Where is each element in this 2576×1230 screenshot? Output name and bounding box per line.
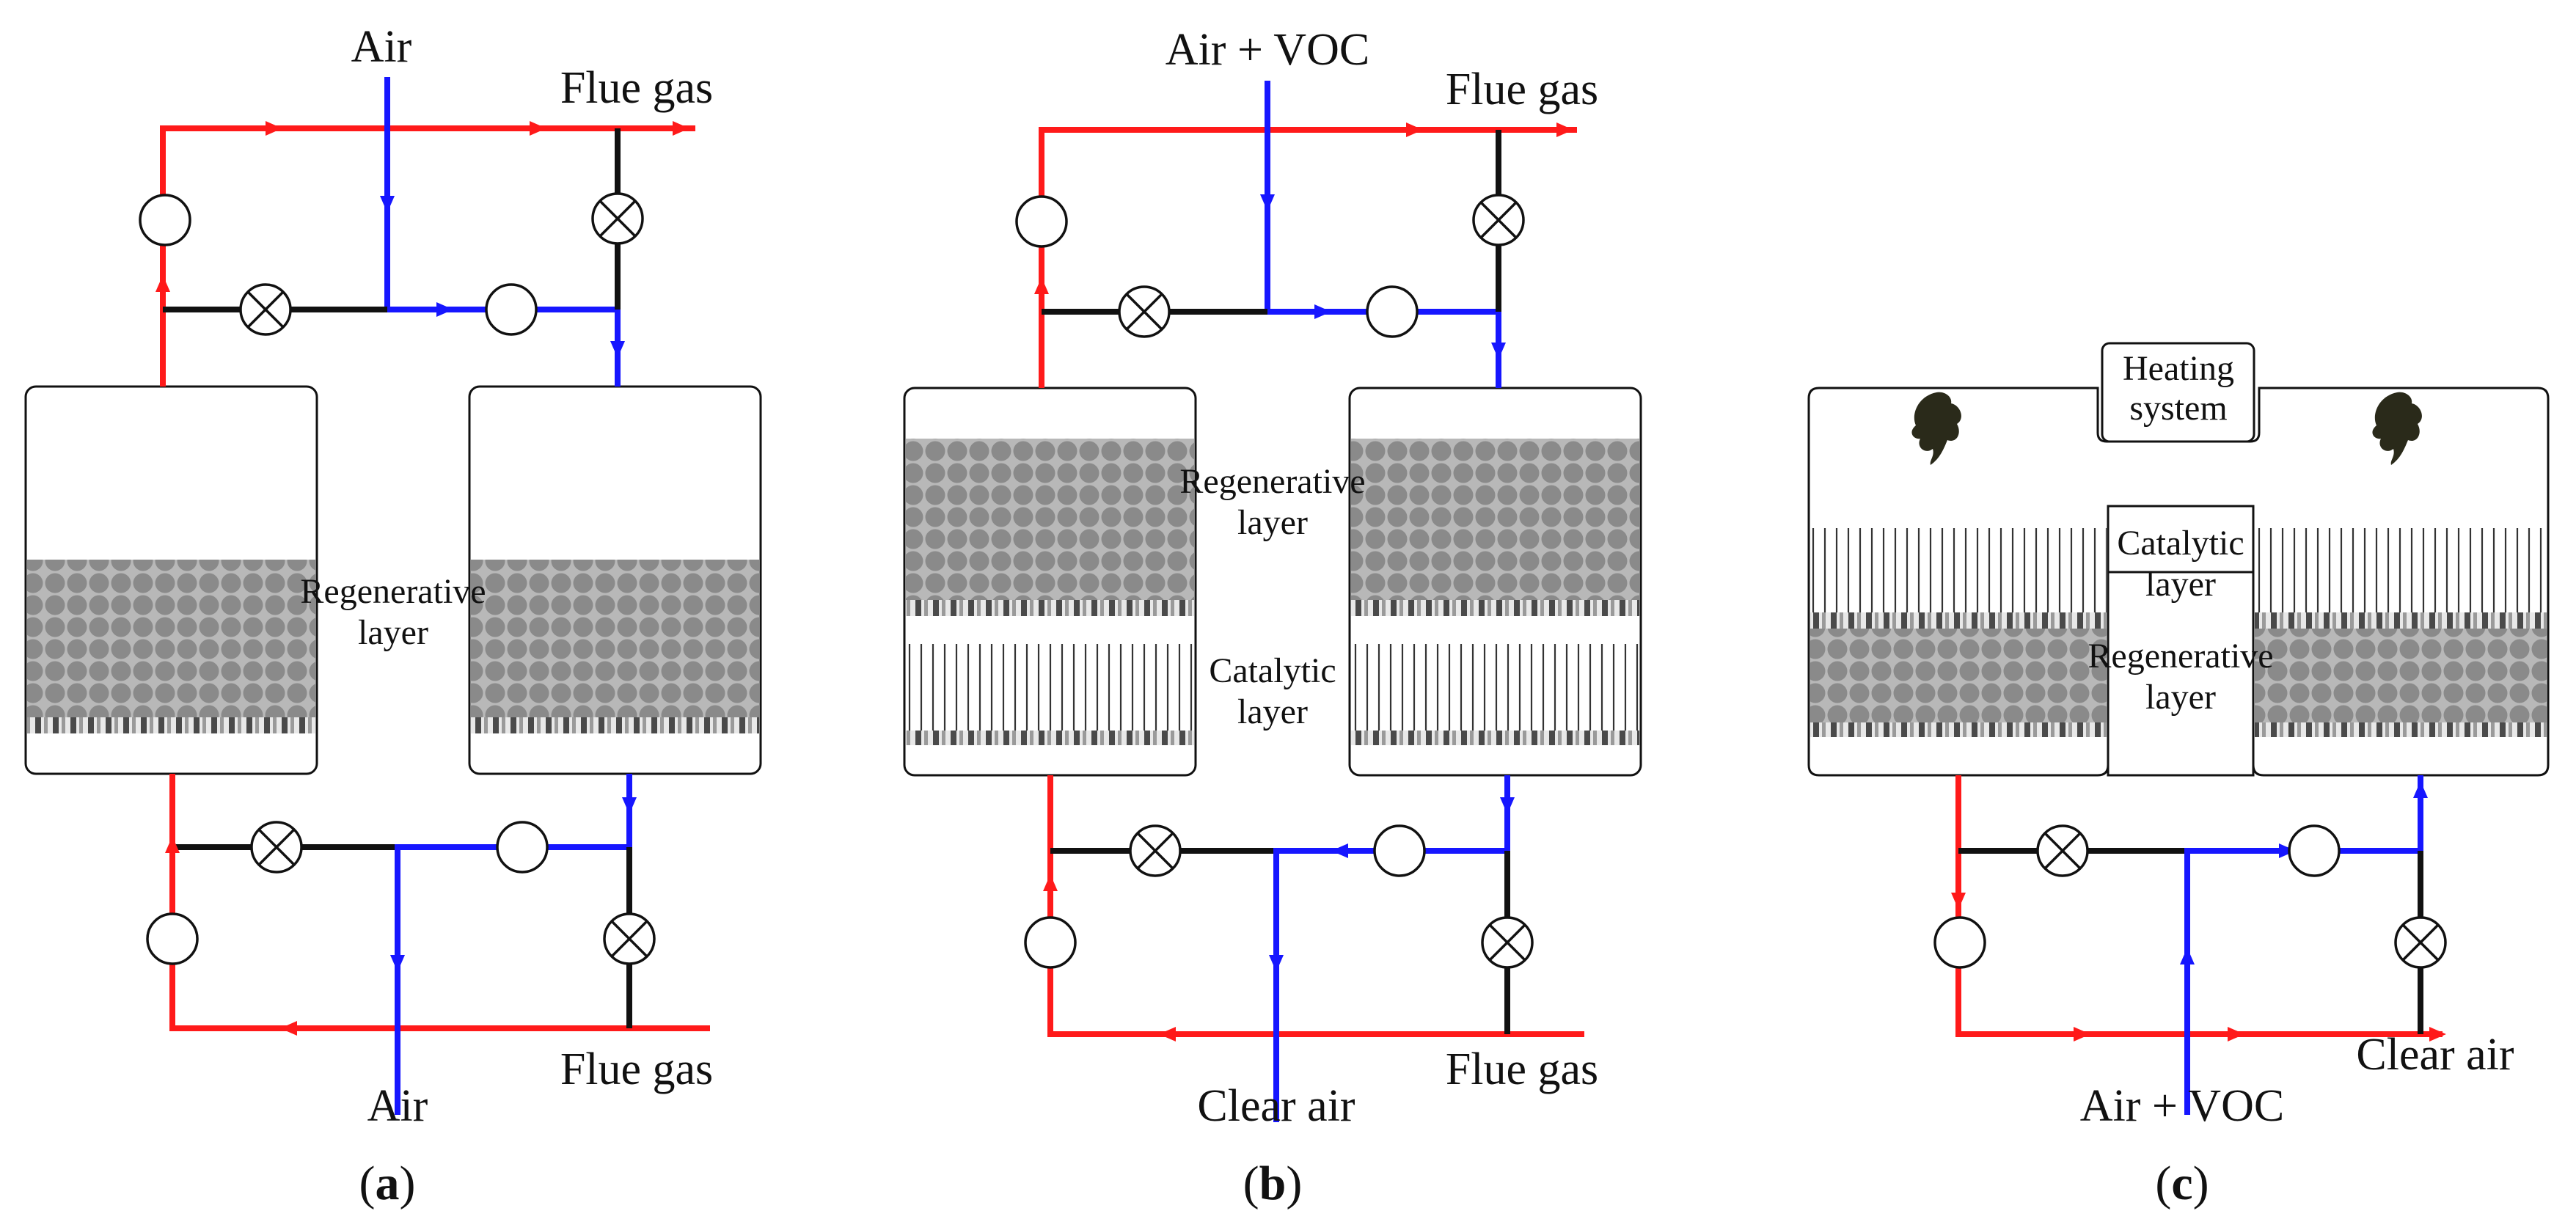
- open-valve-icon[interactable]: [146, 912, 199, 965]
- closed-valve-icon[interactable]: [2394, 916, 2447, 969]
- regenerative-layer-label-2: layer: [2145, 678, 2216, 717]
- flow-arrow-icon: [1260, 194, 1515, 972]
- closed-valve-icon[interactable]: [603, 912, 656, 965]
- catalytic-layer-label-2: layer: [2145, 565, 2216, 604]
- bottom-outlet-label: Air: [367, 1081, 428, 1131]
- panel-caption: (a): [359, 1157, 416, 1210]
- open-valve-icon[interactable]: [1933, 916, 1986, 969]
- closed-valve-icon[interactable]: [1472, 194, 1525, 246]
- closed-valve-icon[interactable]: [250, 821, 303, 874]
- bottom-inlet-label: Flue gas: [560, 1044, 713, 1094]
- top-inlet-label: Air: [351, 22, 412, 72]
- vessel-right: [1348, 387, 1642, 777]
- burner-flame-icon: [2372, 392, 2422, 465]
- closed-valve-icon[interactable]: [591, 192, 644, 245]
- bottom-inlet-label: Air + VOC: [2080, 1081, 2284, 1131]
- bottom-outlet-label: Clear air: [2356, 1030, 2514, 1080]
- regenerative-layer-label: Regenerative: [1179, 462, 1365, 501]
- top-outlet-label: Flue gas: [560, 63, 713, 113]
- vessel-left: [24, 385, 318, 775]
- open-valve-icon[interactable]: [1366, 285, 1419, 338]
- open-valve-icon[interactable]: [496, 821, 549, 874]
- closed-valve-icon[interactable]: [1481, 916, 1534, 969]
- flow-arrow-icon: [1034, 122, 1573, 1042]
- top-inlet-label: Air + VOC: [1166, 25, 1369, 75]
- open-valve-icon[interactable]: [485, 283, 538, 336]
- bottom-outlet-label: Clear air: [1197, 1081, 1355, 1131]
- bottom-inlet-label: Flue gas: [1446, 1044, 1598, 1094]
- open-valve-icon[interactable]: [1024, 916, 1077, 969]
- closed-valve-icon[interactable]: [1129, 824, 1182, 877]
- open-valve-icon[interactable]: [2288, 824, 2341, 877]
- closed-valve-icon[interactable]: [1118, 285, 1171, 338]
- open-valve-icon[interactable]: [1015, 195, 1068, 248]
- flow-arrow-icon: [155, 121, 689, 1036]
- panel-c: Heating system Catalytic layer Regenerat…: [1807, 342, 2550, 1210]
- heating-system-label: Heating: [2123, 349, 2234, 388]
- panel-caption: (b): [1243, 1157, 1303, 1210]
- vessel-left: [903, 387, 1197, 777]
- burner-flame-icon: [1911, 392, 1961, 465]
- catalytic-layer-label-2: layer: [1237, 692, 1308, 731]
- regenerative-layer-label: Regenerative: [300, 572, 486, 611]
- panel-b: Air + VOC Flue gas Regenerative layer Ca…: [903, 25, 1642, 1210]
- regenerative-layer-label-2: layer: [358, 613, 428, 652]
- open-valve-icon[interactable]: [1373, 824, 1426, 877]
- flow-arrow-icon: [2180, 781, 2428, 964]
- regenerative-layer-label: Regenerative: [2087, 637, 2273, 676]
- regenerative-layer-label-2: layer: [1237, 503, 1308, 542]
- panel-caption: (c): [2155, 1157, 2209, 1210]
- heating-system: [2101, 342, 2255, 443]
- catalytic-layer-label: Catalytic: [1209, 651, 1336, 690]
- open-valve-icon[interactable]: [139, 194, 191, 246]
- vessel-right: [468, 385, 762, 775]
- heating-system-label-2: system: [2129, 389, 2227, 428]
- flow-arrow-icon: [1951, 893, 2446, 1042]
- closed-valve-icon[interactable]: [239, 283, 292, 336]
- catalytic-layer-label: Catalytic: [2117, 524, 2244, 563]
- closed-valve-icon[interactable]: [2036, 824, 2089, 877]
- top-outlet-label: Flue gas: [1446, 65, 1598, 114]
- panel-a: Air Flue gas Regenerative layer Air Flue…: [24, 22, 762, 1210]
